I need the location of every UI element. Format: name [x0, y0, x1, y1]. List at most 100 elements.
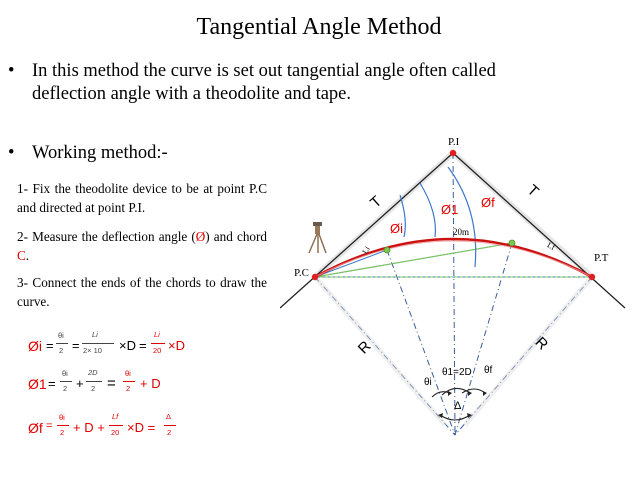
chord-symbol: C	[17, 247, 26, 263]
formula-1-d1: 2	[59, 346, 64, 355]
step-1: 1- Fix the theodolite device to be at po…	[17, 181, 267, 215]
slide-title: Tangential Angle Method	[196, 14, 442, 40]
label-phi-1: Ø1	[441, 202, 458, 217]
central-arc-theta-1	[441, 387, 471, 396]
label-pi: P.I	[448, 136, 460, 148]
step-2-text-c: .	[25, 247, 30, 263]
angle-arc-phi-i	[399, 194, 406, 238]
formula-1-n1: θi	[58, 331, 64, 340]
formula-1-d3: 20	[153, 346, 162, 355]
pi-point	[449, 149, 457, 157]
chord-point	[508, 239, 516, 247]
bullet-intro-line1: In this method the curve is set out tang…	[32, 61, 496, 81]
curve-diagram: P.I P.C P.T T T R R Øi Ø1 Øf 20m Li Lf θ…	[280, 136, 626, 436]
formula-3-mid: + D +	[73, 420, 105, 435]
formula-2-n3: θi	[125, 369, 131, 378]
label-radius-right: R	[532, 334, 552, 354]
arrowheads	[438, 391, 487, 418]
pt-point	[588, 273, 596, 281]
bullet-intro: • In this method the curve is set out ta…	[8, 60, 628, 104]
radius-lines	[314, 152, 593, 436]
bullet-working-method: • Working method:-	[8, 142, 308, 164]
angle-arc-phi-1	[419, 182, 437, 238]
pc-point	[311, 273, 319, 281]
formula-1-times-d: ×D	[119, 338, 136, 353]
label-pc: P.C	[294, 267, 309, 279]
bullet-symbol: •	[8, 143, 15, 163]
label-theta-f: θf	[484, 365, 493, 376]
formula-2-lhs: Ø1	[28, 376, 47, 392]
formula-3-times-d: ×D =	[127, 420, 156, 435]
fraction-bar	[123, 381, 135, 382]
formula-2-d3: 2	[126, 384, 131, 393]
formula-3-d1: 2	[60, 428, 65, 437]
formula-phi-i: Øi = θi 2 = Li 2× 10 ×D = Li 20 ×D	[28, 330, 268, 366]
formula-1-n2: Li	[92, 330, 98, 339]
step-2-text-b: ) and chord	[205, 229, 267, 244]
step-3: 3- Connect the ends of the chords to dra…	[17, 275, 267, 309]
radius-shadow	[463, 275, 594, 427]
label-tangent-right: T	[524, 182, 542, 201]
label-lf: Lf	[546, 240, 557, 252]
label-phi-f: Øf	[481, 195, 495, 210]
chord-point	[383, 246, 391, 254]
formula-2-d1: 2	[63, 384, 68, 393]
formula-3-n1: θi	[59, 413, 65, 422]
label-tangent-left: T	[367, 193, 385, 212]
formula-1-times-red: ×D	[168, 338, 185, 353]
fraction-bar	[82, 343, 114, 344]
angle-arc-phi-f	[447, 166, 477, 268]
formula-phi-f: Øf = θi 2 + D + Lf 20 ×D = Δ 2	[28, 412, 268, 448]
formula-2-n2: 2D	[88, 368, 98, 377]
formula-1-lhs: Øi	[28, 338, 42, 354]
forward-tangent-line	[452, 152, 626, 309]
label-li: Li	[360, 244, 372, 255]
formula-3-eq: =	[46, 420, 53, 432]
fraction-bar	[109, 425, 123, 426]
radius-shadow	[313, 275, 447, 427]
formula-3-d2: 20	[111, 428, 120, 437]
step-2-text-a: 2- Measure the deflection angle (	[17, 229, 196, 244]
formula-1-eq: =	[46, 338, 54, 353]
formula-3-d3: 2	[167, 428, 172, 437]
label-pt: P.T	[594, 252, 609, 264]
label-phi-i: Øi	[390, 221, 403, 236]
bullet-working-method-text: Working method:-	[32, 143, 168, 163]
fraction-bar	[57, 425, 69, 426]
label-theta-i: θi	[424, 377, 432, 388]
label-chord-length: 20m	[453, 227, 469, 237]
formula-1-n3: Li	[154, 330, 160, 339]
formula-1-d2: 2× 10	[83, 346, 102, 355]
fraction-bar	[151, 343, 165, 344]
formula-2-tail: + D	[140, 376, 161, 391]
angle-arcs	[399, 166, 477, 268]
central-arc-theta-f	[461, 388, 486, 394]
circular-curve	[314, 237, 593, 279]
bullet-intro-line2: deflection angle with a theodolite and t…	[32, 84, 352, 104]
fraction-bar	[60, 381, 72, 382]
formula-3-n3: Δ	[166, 412, 172, 421]
central-arc-theta-i	[431, 391, 451, 398]
fraction-bar	[86, 381, 102, 382]
label-theta-1: θ1=2D	[442, 367, 472, 378]
bullet-symbol: •	[8, 61, 15, 81]
chord-lines	[314, 242, 592, 278]
formula-2-plus: +	[76, 376, 84, 391]
label-delta: Δ	[454, 400, 462, 412]
deflection-symbol: Ø	[195, 229, 206, 244]
fraction-bar	[164, 425, 176, 426]
formula-2-n1: θi	[62, 369, 68, 378]
formula-2-d2: 2	[91, 384, 96, 393]
formula-2-eq: =	[48, 376, 56, 391]
formula-1-eq3: =	[139, 338, 147, 353]
formula-3-lhs: Øf	[28, 420, 43, 436]
step-2: 2- Measure the deflection angle (Ø) and …	[17, 228, 267, 265]
formula-phi-1: Ø1 = θi 2 + 2D 2 = θi 2 + D	[28, 368, 268, 404]
formula-1-eq2: =	[72, 338, 80, 353]
theodolite-icon	[308, 222, 327, 254]
central-arc-delta	[439, 414, 471, 421]
formula-2-eq2: =	[107, 375, 116, 392]
back-tangent-line	[280, 152, 454, 309]
formula-3-n2: Lf	[112, 412, 119, 421]
fraction-bar	[56, 343, 68, 344]
